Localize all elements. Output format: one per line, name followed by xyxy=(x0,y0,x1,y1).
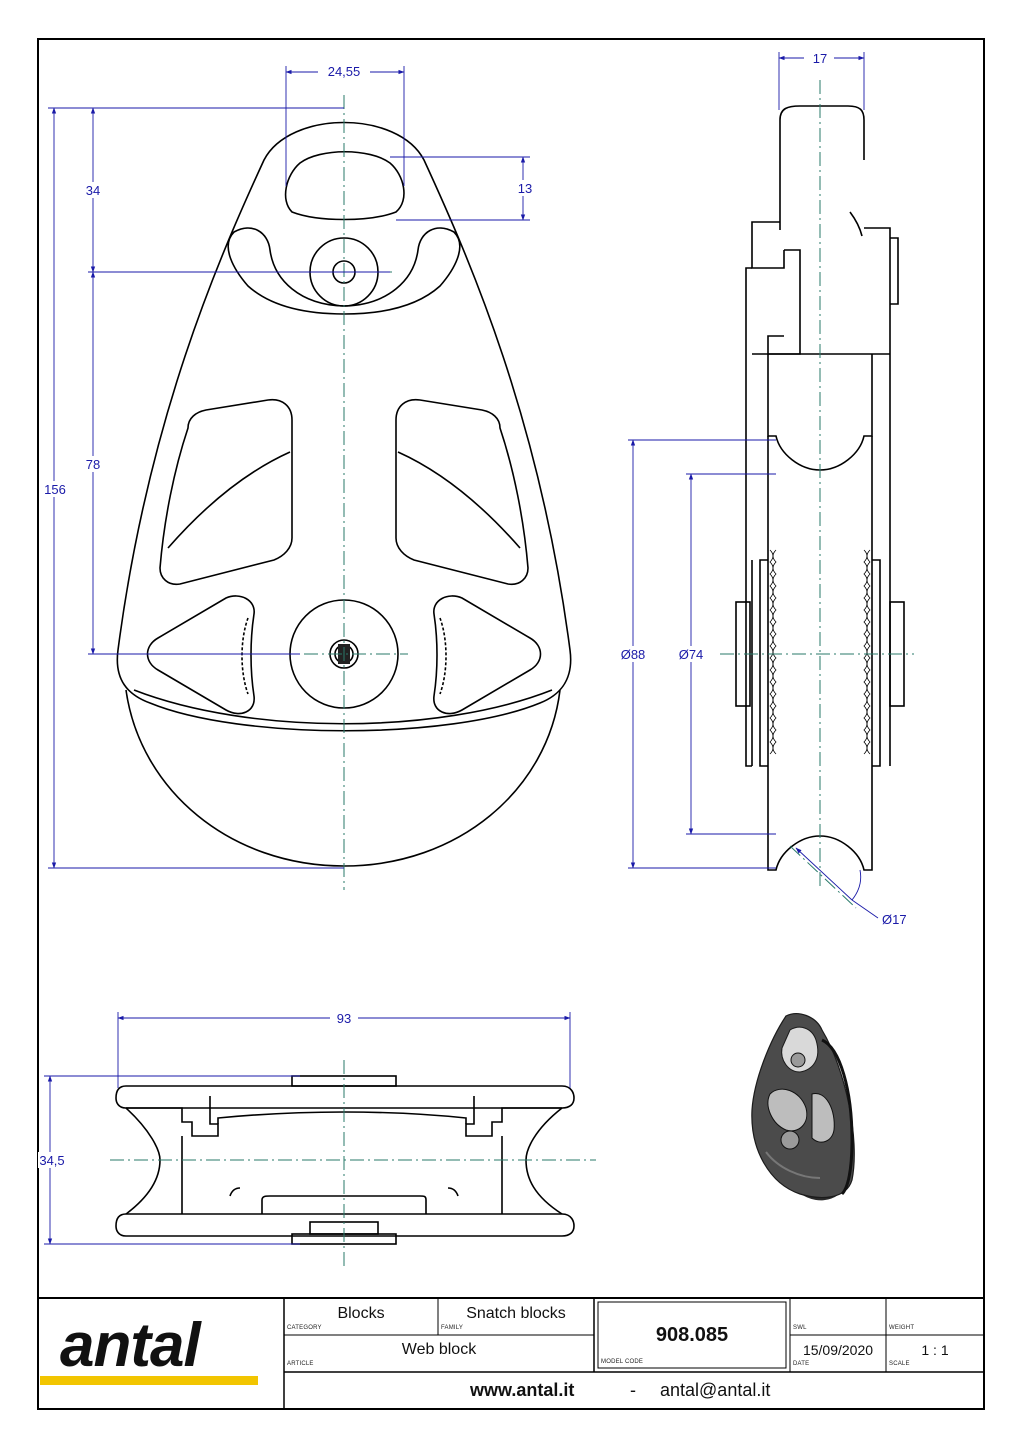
dim-axle-to-axle: 78 xyxy=(86,457,100,472)
contact-separator: - xyxy=(630,1380,636,1400)
article-label: ARTICLE xyxy=(287,1361,314,1367)
dim-slot-height: 13 xyxy=(518,181,532,196)
bearing-knurl xyxy=(769,549,871,755)
front-dimensions xyxy=(48,66,530,869)
category-label: CATEGORY xyxy=(287,1325,322,1331)
family-value: Snatch blocks xyxy=(466,1305,566,1322)
dim-top-to-axle: 34 xyxy=(86,183,100,198)
side-dimensions xyxy=(628,52,879,919)
logo-accent-bar xyxy=(40,1376,258,1385)
drawing-frame xyxy=(37,38,985,1410)
weight-label: WEIGHT xyxy=(889,1325,915,1331)
model-code-value: 908.085 xyxy=(655,1324,729,1346)
dim-sheave-outer: Ø88 xyxy=(621,647,646,662)
dim-sheave-inner: Ø74 xyxy=(679,647,704,662)
article-value: Web block xyxy=(401,1341,477,1358)
dim-rope-diameter: Ø17 xyxy=(882,912,907,927)
top-view xyxy=(115,1075,575,1245)
brand-logo: antal xyxy=(60,1311,201,1380)
model-code-label: MODEL CODE xyxy=(601,1359,644,1365)
dim-overall-height: 156 xyxy=(44,482,66,497)
email-link[interactable]: antal@antal.it xyxy=(660,1380,771,1400)
dim-slot-width: 24,55 xyxy=(328,64,361,79)
dim-side-width: 17 xyxy=(813,51,827,66)
date-label: DATE xyxy=(793,1361,810,1367)
scale-value: 1 : 1 xyxy=(921,1342,949,1358)
product-render-image xyxy=(751,1013,855,1201)
swl-label: SWL xyxy=(793,1325,807,1331)
side-centerlines xyxy=(720,80,914,909)
top-dimensions xyxy=(44,1012,571,1245)
title-block-lines xyxy=(38,1297,984,1409)
scale-label: SCALE xyxy=(889,1361,910,1367)
family-label: FAMILY xyxy=(441,1325,464,1331)
top-centerlines xyxy=(110,1060,596,1270)
category-value: Blocks xyxy=(337,1305,385,1322)
date-value: 15/09/2020 xyxy=(802,1342,874,1358)
website-link[interactable]: www.antal.it xyxy=(470,1380,575,1400)
dim-top-length: 93 xyxy=(337,1011,351,1026)
side-view xyxy=(735,105,905,871)
dim-top-thickness: 34,5 xyxy=(39,1153,64,1168)
